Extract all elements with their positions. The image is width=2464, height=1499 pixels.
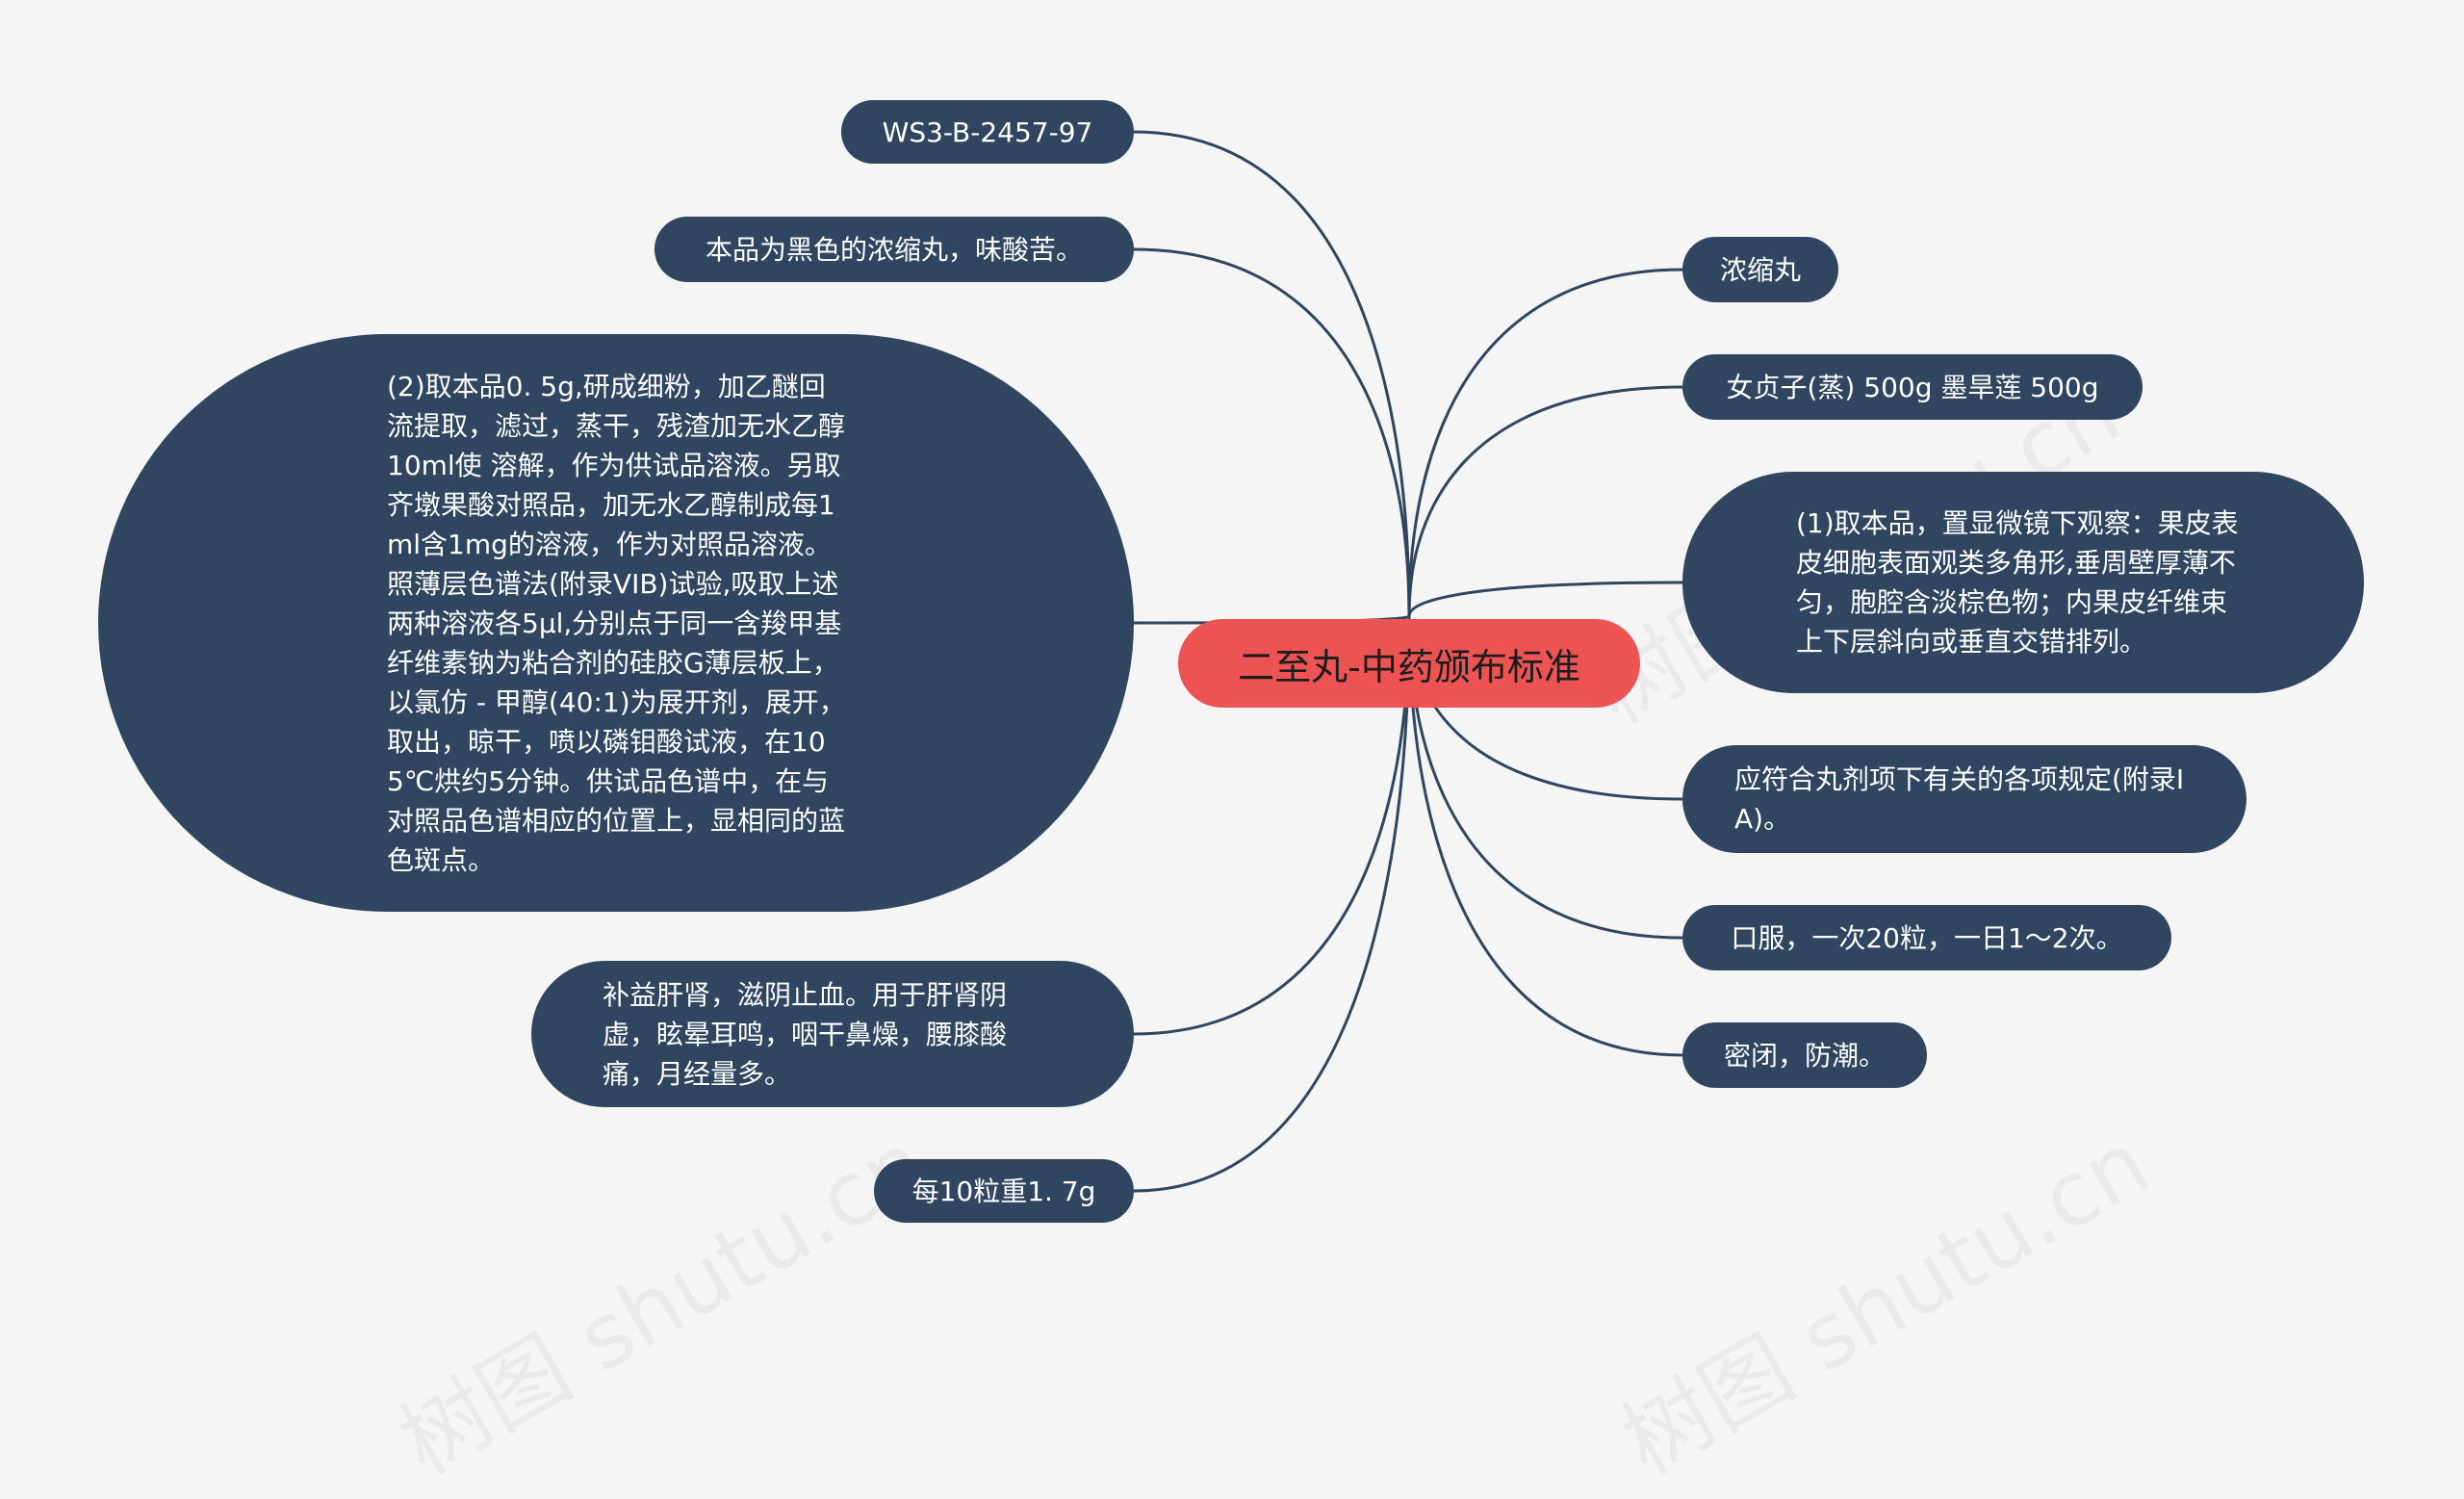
node-identification-2[interactable]: (2)取本品0. 5g,研成细粉，加乙醚回流提取，滤过，蒸干，残渣加无水乙醇10… (98, 334, 1134, 912)
node-text: 口服，一次20粒，一日1～2次。 (1731, 921, 2123, 954)
node-text: 补益肝肾，滋阴止血。用于肝肾阴虚，眩晕耳鸣，咽干鼻燥，腰膝酸痛，月经量多。 (603, 978, 1008, 1090)
node-usage-dosage[interactable]: 口服，一次20粒，一日1～2次。 (1682, 905, 2171, 970)
connector-line (1133, 247, 1411, 617)
connector-line (1407, 268, 1683, 617)
node-text: 本品为黑色的浓缩丸，味酸苦。 (705, 233, 1083, 266)
node-text: 每10粒重1. 7g (911, 1175, 1096, 1207)
root-topic[interactable]: 二至丸-中药颁布标准 (1178, 619, 1640, 708)
node-function-indication[interactable]: 补益肝肾，滋阴止血。用于肝肾阴虚，眩晕耳鸣，咽干鼻燥，腰膝酸痛，月经量多。 (531, 961, 1134, 1107)
connector-line (1133, 130, 1411, 617)
node-text: (1)取本品，置显微镜下观察：果皮表皮细胞表面观类多角形,垂周壁厚薄不匀，胞腔含… (1796, 507, 2239, 658)
node-prescription[interactable]: 女贞子(蒸) 500g 墨旱莲 500g (1682, 354, 2143, 420)
root-topic-label: 二至丸-中药颁布标准 (1238, 645, 1580, 688)
node-identification-1[interactable]: (1)取本品，置显微镜下观察：果皮表皮细胞表面观类多角形,垂周壁厚薄不匀，胞腔含… (1682, 472, 2364, 693)
node-standard-number[interactable]: WS3-B-2457-97 (841, 100, 1134, 164)
node-text: WS3-B-2457-97 (882, 116, 1093, 148)
node-text: 密闭，防潮。 (1723, 1039, 1886, 1072)
node-text: 女贞子(蒸) 500g 墨旱莲 500g (1726, 371, 2099, 403)
node-character[interactable]: 本品为黑色的浓缩丸，味酸苦。 (654, 217, 1134, 282)
node-text: 浓缩丸 (1719, 253, 1801, 286)
connector-line (1407, 385, 1683, 617)
node-inspection[interactable]: 应符合丸剂项下有关的各项规定(附录ⅠA)。 (1682, 745, 2246, 853)
node-text: 应符合丸剂项下有关的各项规定(附录ⅠA)。 (1734, 763, 2185, 835)
node-storage[interactable]: 密闭，防潮。 (1682, 1022, 1927, 1088)
connector-line (1407, 581, 1683, 617)
node-specification[interactable]: 每10粒重1. 7g (874, 1159, 1134, 1223)
node-text: (2)取本品0. 5g,研成细粉，加乙醚回流提取，滤过，蒸干，残渣加无水乙醇10… (387, 370, 846, 876)
node-dosage-form[interactable]: 浓缩丸 (1682, 237, 1838, 302)
